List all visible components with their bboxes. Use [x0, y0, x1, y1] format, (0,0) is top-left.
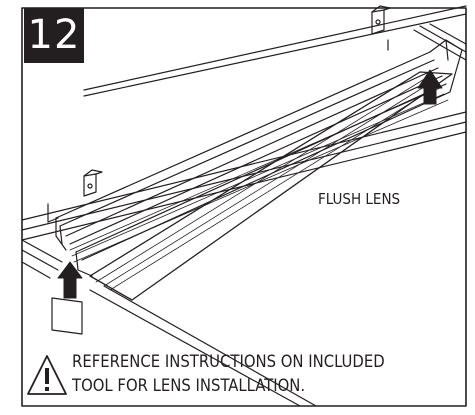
mounting-brackets — [47, 5, 391, 223]
warning-triangle-icon — [27, 355, 67, 395]
lens-installation-tool — [51, 297, 83, 335]
fixture-housing — [55, 39, 463, 277]
warning-text: REFERENCE INSTRUCTIONS ON INCLUDED TOOL … — [72, 350, 385, 398]
up-arrow-icon — [57, 261, 83, 299]
up-arrow-icon — [417, 69, 443, 105]
flush-lens-panel — [89, 71, 453, 301]
warning-line-2: TOOL FOR LENS INSTALLATION. — [72, 376, 306, 395]
panel-border — [21, 7, 467, 407]
step-number-badge: 12 — [24, 8, 84, 63]
warning-note: REFERENCE INSTRUCTIONS ON INCLUDED TOOL … — [26, 348, 466, 406]
warning-line-1: REFERENCE INSTRUCTIONS ON INCLUDED — [72, 352, 385, 371]
flush-lens-callout: FLUSH LENS — [318, 190, 401, 208]
